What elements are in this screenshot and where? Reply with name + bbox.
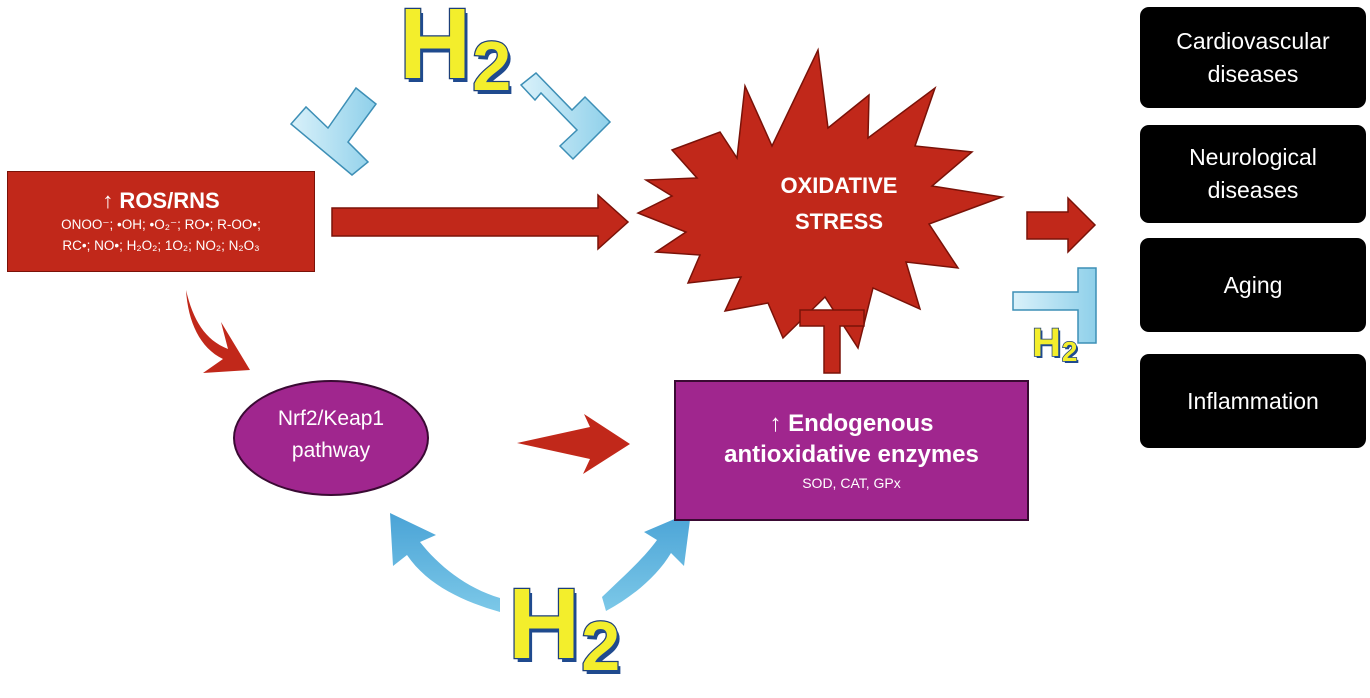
- h2-inhibit-stress-tbar: [519, 71, 612, 161]
- nrf2-line-1: Nrf2/Keap1: [277, 407, 385, 430]
- disease-box-cardiovascular: Cardiovascular diseases: [1140, 7, 1366, 108]
- h2-right-main: H: [1031, 320, 1062, 366]
- nrf2-keap1-ellipse: [233, 380, 429, 496]
- nrf2-to-enzymes-arrow: [517, 414, 630, 474]
- disease-box-inflammation: Inflammation: [1140, 354, 1366, 448]
- oxidative-stress-label: OXIDATIVE STRESS: [714, 168, 964, 240]
- disease-label-line-1: Neurological: [1189, 144, 1317, 170]
- enzymes-list: SOD, CAT, GPx: [802, 474, 901, 491]
- diagram: ↑ ROS/RNS ONOO⁻; •OH; •O₂⁻; RO•; R-OO•; …: [7, 0, 1366, 686]
- h2-label-bottom: H2: [507, 571, 622, 698]
- enzymes-inhibit-stress-tbar: [799, 309, 865, 374]
- disease-label-line-1: Inflammation: [1187, 387, 1319, 414]
- ros-species-line-1: ONOO⁻; •OH; •O₂⁻; RO•; R-OO•;: [61, 216, 261, 232]
- h2-top-sub: 2: [471, 26, 513, 107]
- disease-box-aging: Aging: [1140, 238, 1366, 332]
- ros-to-nrf2-arrow: [186, 290, 250, 373]
- ros-rns-box: ↑ ROS/RNS ONOO⁻; •OH; •O₂⁻; RO•; R-OO•; …: [7, 171, 315, 272]
- antioxidative-enzymes-box: ↑ Endogenous antioxidative enzymes SOD, …: [674, 380, 1029, 521]
- oxidative-stress-starburst: [636, 47, 1005, 350]
- oxidative-stress-line-2: STRESS: [794, 209, 884, 234]
- diagram-shapes: [186, 47, 1097, 612]
- disease-label-line-2: diseases: [1207, 60, 1299, 87]
- h2-top-main: H: [398, 0, 473, 100]
- oxidative-stress-line-1: OXIDATIVE: [780, 173, 898, 198]
- h2-label-right: H2: [1031, 320, 1079, 374]
- disease-label-line-1: Aging: [1223, 271, 1283, 298]
- h2-to-nrf2-arrow: [390, 513, 500, 612]
- enzymes-title-line-2: antioxidative enzymes: [724, 440, 979, 468]
- h2-inhibit-ros-tbar: [289, 86, 378, 176]
- h2-bottom-main: H: [507, 568, 582, 680]
- h2-inhibit-diseases-tbar: [1012, 267, 1097, 344]
- stress-to-diseases-arrow: [1026, 196, 1097, 254]
- ros-to-stress-arrow: [331, 193, 630, 251]
- disease-label-line-2: diseases: [1207, 177, 1299, 203]
- nrf2-keap1-label: Nrf2/Keap1 pathway: [234, 403, 428, 467]
- h2-right-sub: 2: [1061, 335, 1079, 368]
- ros-species-line-2: RC•; NO•; H₂O₂; 1O₂; NO₂; N₂O₃: [62, 237, 260, 253]
- ros-rns-title: ↑ ROS/RNS: [102, 187, 220, 213]
- h2-to-enzymes-arrow: [602, 512, 691, 611]
- h2-bottom-sub: 2: [580, 606, 622, 687]
- h2-label-top: H2: [398, 0, 513, 118]
- disease-label-line-1: Cardiovascular: [1176, 27, 1330, 54]
- disease-box-neurological: Neurological diseases: [1140, 125, 1366, 223]
- enzymes-title-line-1: ↑ Endogenous: [769, 409, 934, 437]
- nrf2-line-2: pathway: [291, 439, 371, 462]
